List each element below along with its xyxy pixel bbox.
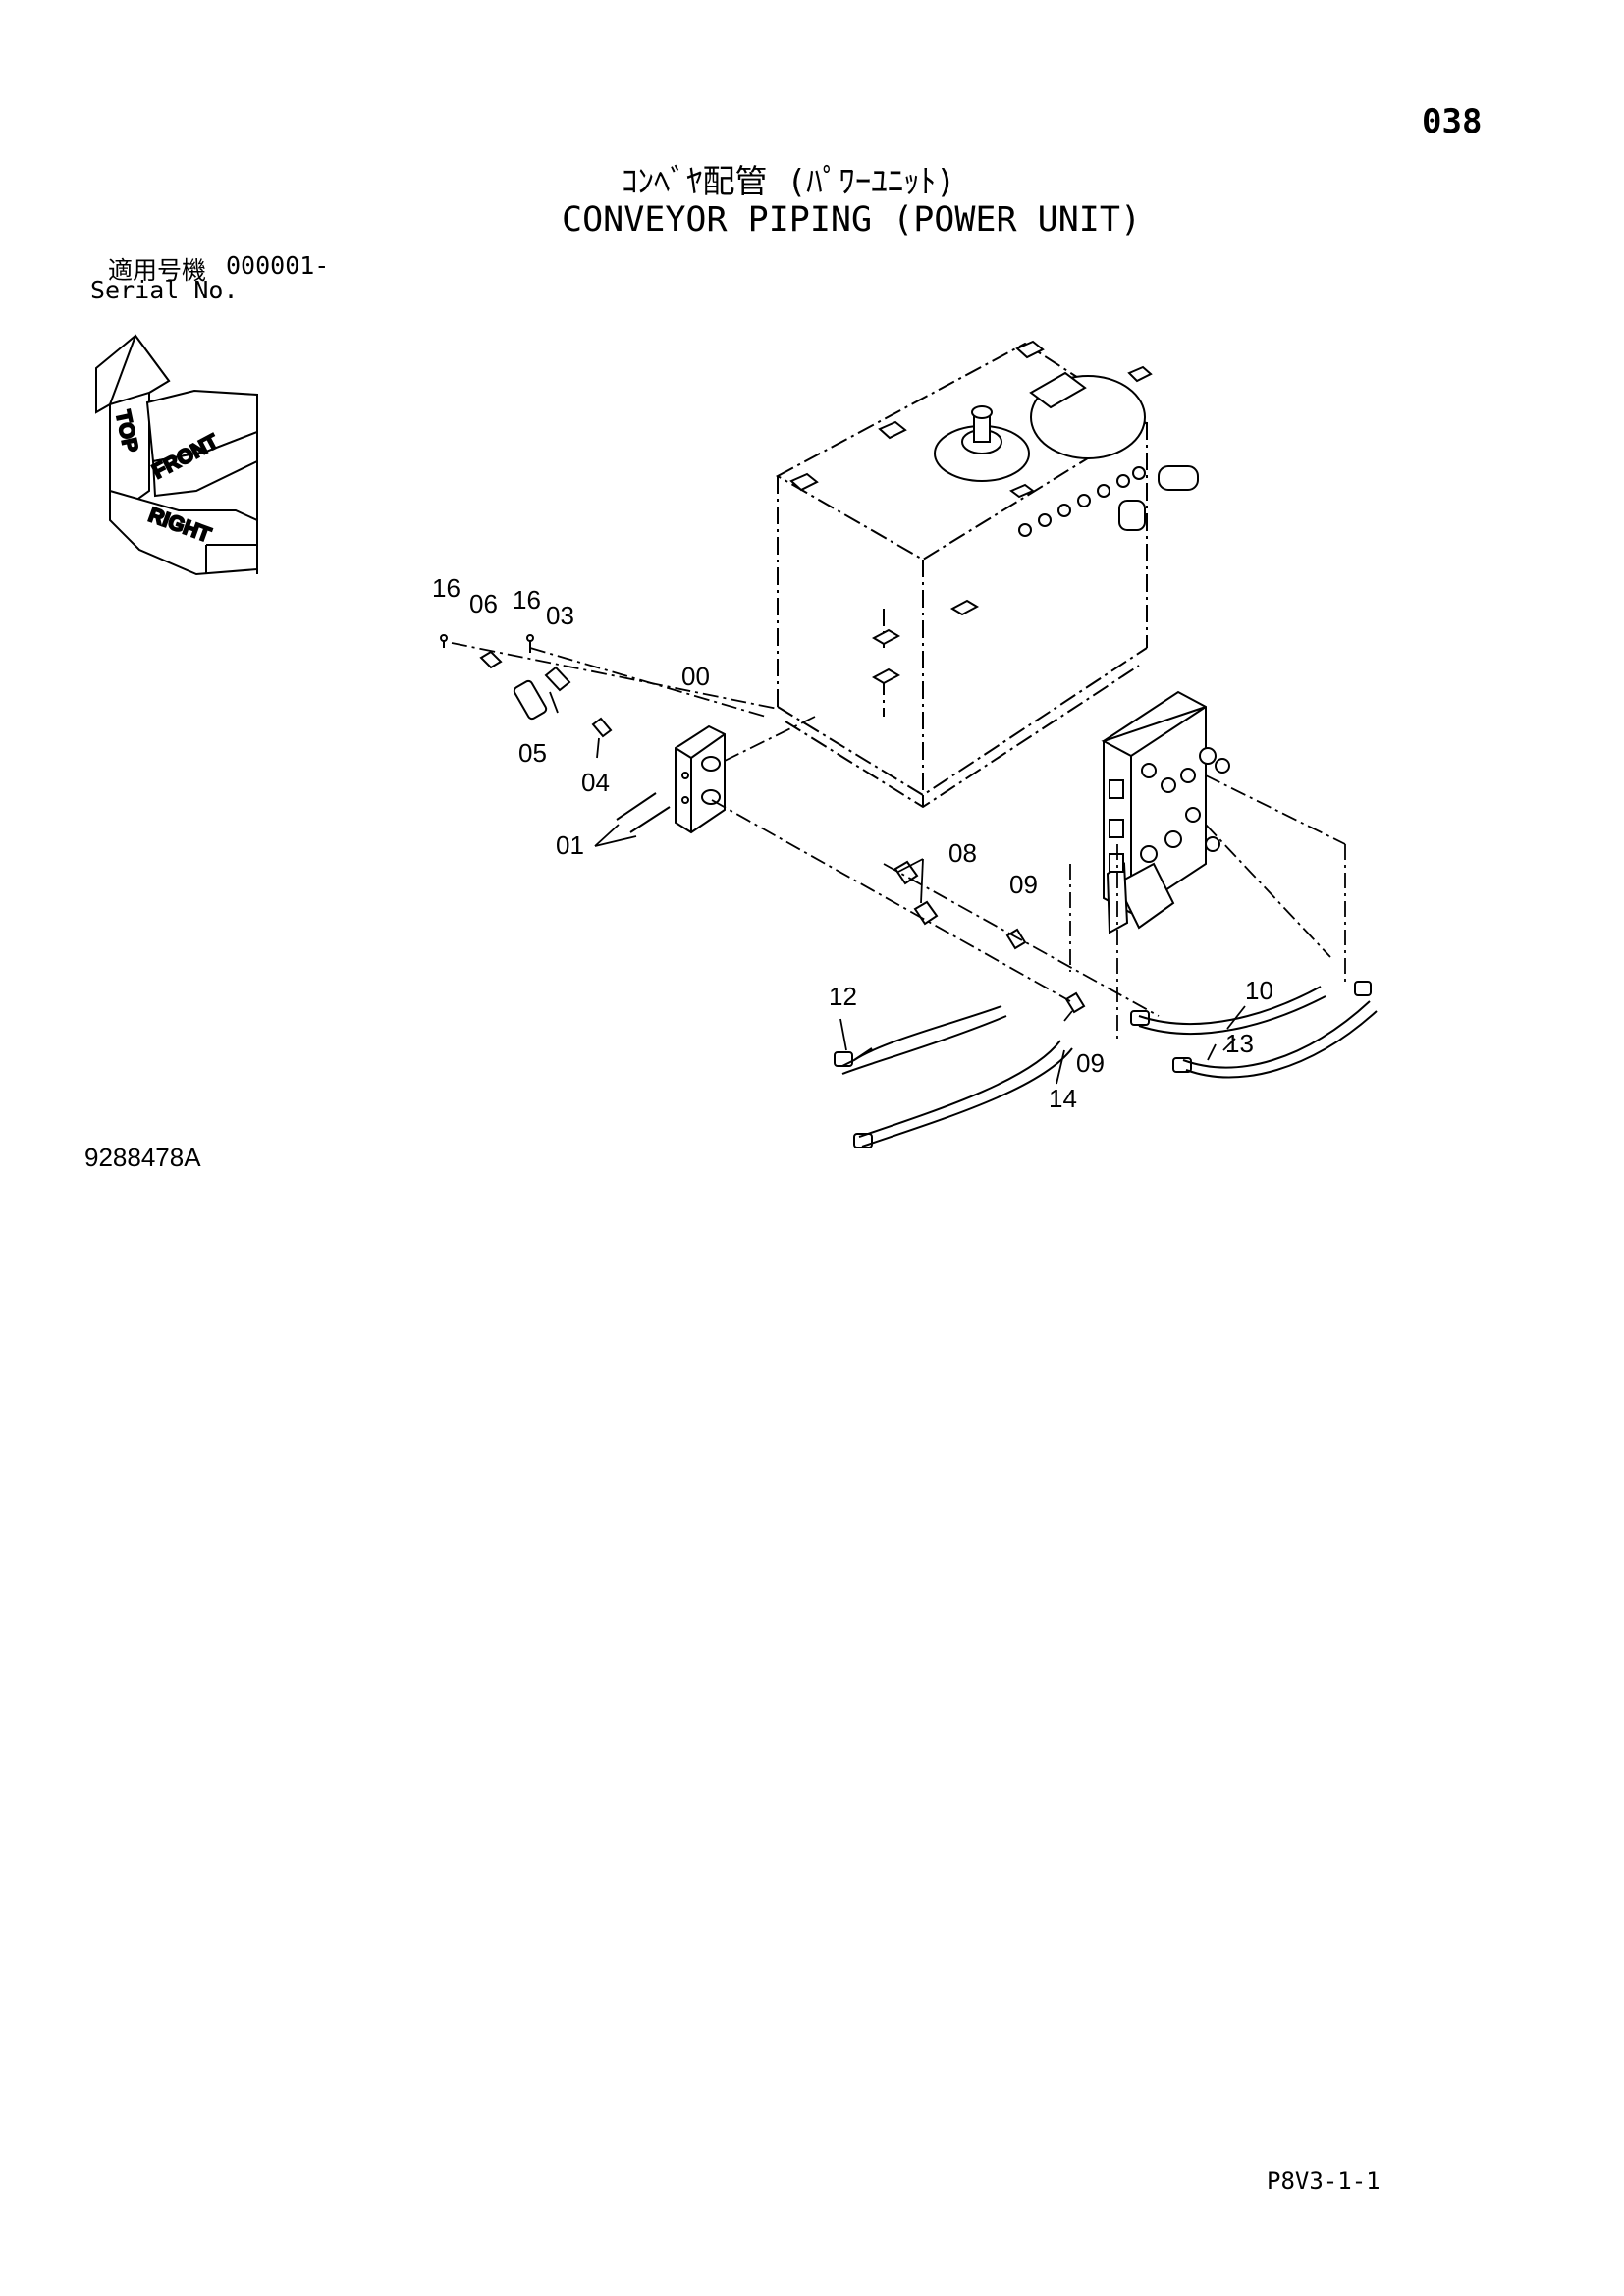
tank-port-row — [1018, 466, 1146, 537]
serial-value: 000001- — [226, 251, 330, 280]
part-label-16b: 16 — [513, 585, 541, 614]
part-label-08: 08 — [948, 838, 977, 868]
leader-lines — [549, 691, 1246, 1085]
title-english: CONVEYOR PIPING (POWER UNIT) — [562, 200, 1142, 240]
page-number: 038 — [1422, 102, 1483, 141]
serial-label-en: Serial No. — [90, 276, 239, 304]
part-label-01: 01 — [556, 830, 584, 860]
hoses — [834, 981, 1378, 1148]
control-valve — [1101, 690, 1230, 934]
manifold-block — [675, 724, 726, 834]
power-unit-tank — [775, 342, 1149, 809]
connection-lines — [451, 642, 1346, 1041]
drawing-number: 9288478A — [84, 1143, 201, 1172]
part-label-05: 05 — [518, 738, 547, 768]
serial-label-jp: 適用号機 — [108, 256, 207, 285]
part-label-04: 04 — [581, 768, 610, 797]
part-label-09b: 09 — [1076, 1048, 1105, 1078]
title-japanese: ｺﾝﾍﾞﾔ配管 (ﾊﾟﾜｰﾕﾆｯﾄ) — [622, 162, 956, 200]
direction-indicator: TOP FRONT RIGHT — [95, 333, 258, 576]
tank-fixtures — [789, 340, 1199, 685]
part-labels: 16 06 16 03 00 05 04 01 08 09 12 10 13 0… — [432, 573, 1273, 1113]
part-label-12: 12 — [829, 982, 857, 1011]
part-label-09a: 09 — [1009, 870, 1038, 899]
part-label-13: 13 — [1225, 1029, 1254, 1058]
page-code: P8V3-1-1 — [1267, 2167, 1380, 2195]
part-label-06: 06 — [469, 589, 498, 618]
part-label-03: 03 — [546, 601, 574, 630]
part-label-00: 00 — [681, 662, 710, 691]
part-label-10: 10 — [1245, 976, 1273, 1005]
part-label-14: 14 — [1049, 1084, 1077, 1113]
part-label-16a: 16 — [432, 573, 460, 603]
small-components — [440, 634, 1086, 1014]
